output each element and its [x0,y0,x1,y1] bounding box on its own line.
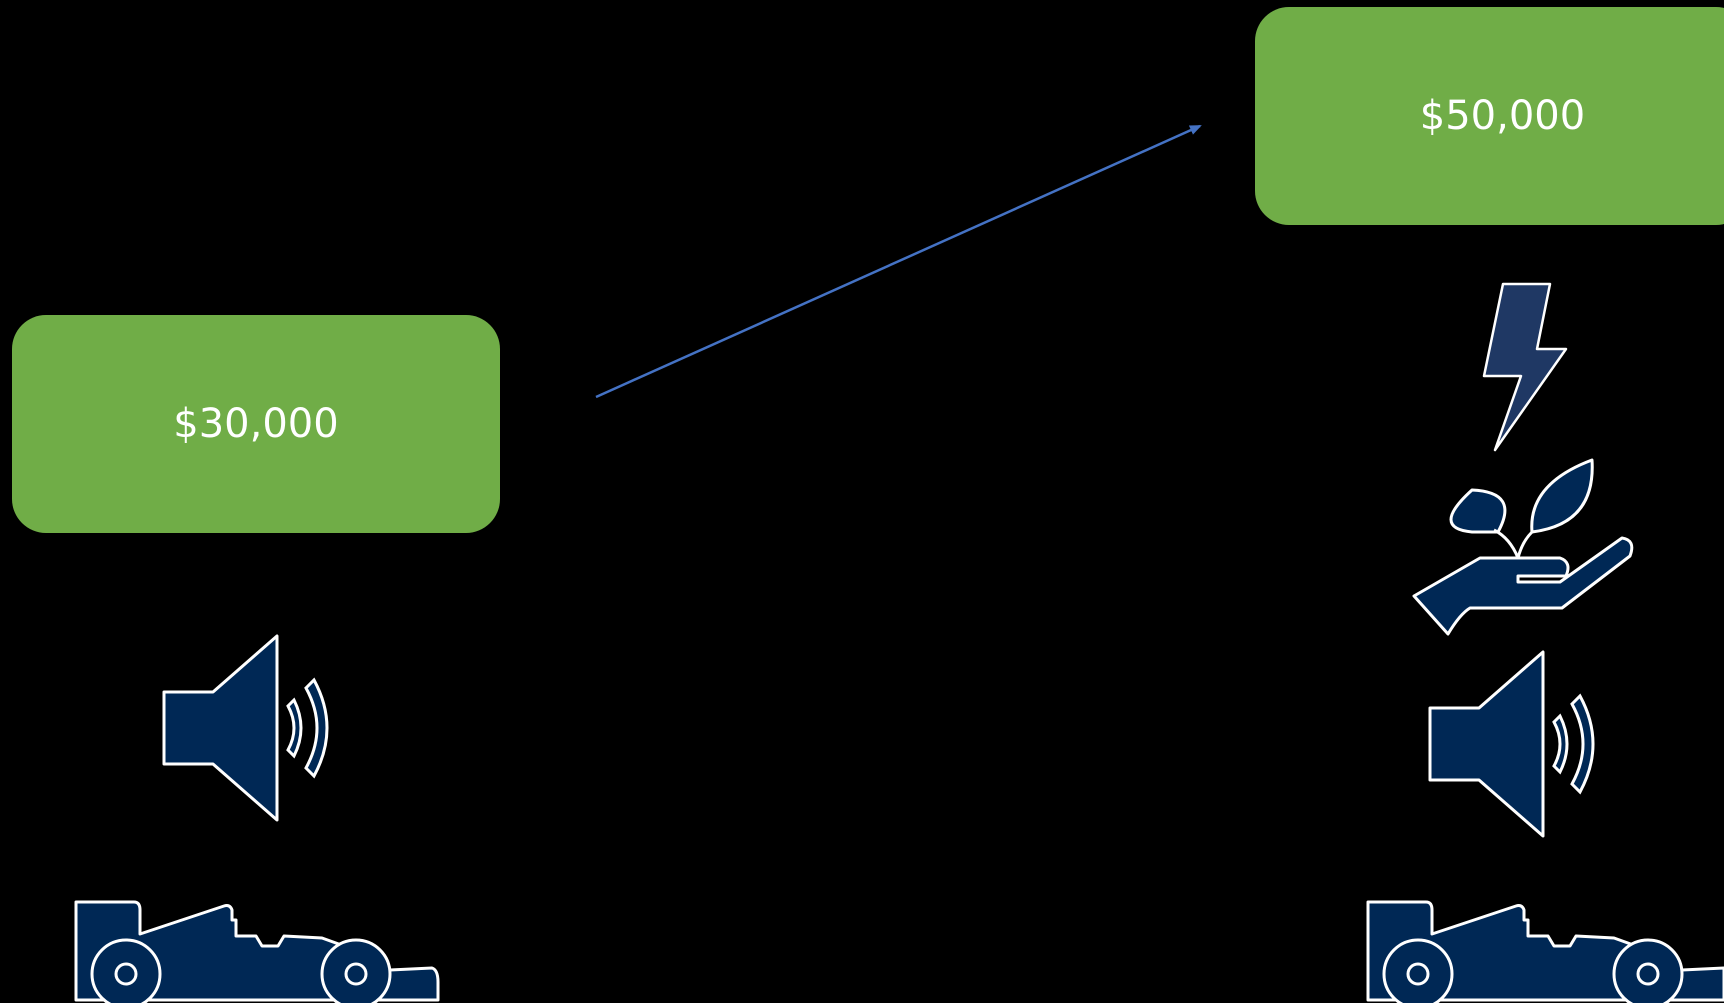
price-box-right: $50,000 [1255,7,1724,225]
race-car-icon [1366,900,1724,1003]
plant-in-hand-icon [1412,458,1634,636]
lightning-bolt-icon [1482,282,1568,452]
race-car-icon [74,900,440,1003]
speaker-icon [162,634,329,822]
arrow-line [595,124,1202,399]
price-box-left: $30,000 [12,315,500,533]
speaker-icon [1428,650,1595,838]
price-label-left: $30,000 [173,401,339,447]
price-label-right: $50,000 [1419,93,1586,139]
